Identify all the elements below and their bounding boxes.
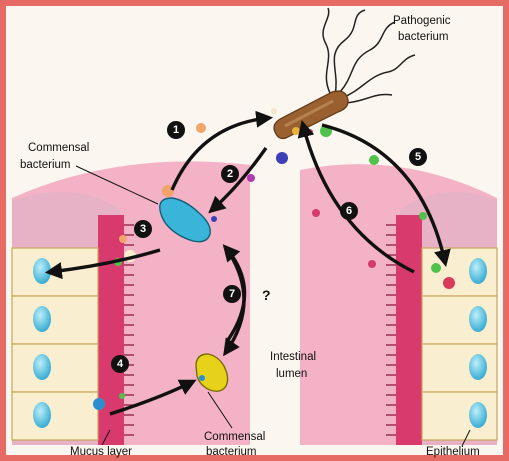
svg-text:2: 2 [227, 168, 233, 180]
step-badge-7: 7 [223, 285, 241, 303]
step-badge-5: 5 [409, 148, 427, 166]
step-badge-1: 1 [167, 121, 185, 139]
svg-text:7: 7 [229, 288, 235, 300]
label-commensal-top-line1: Commensal [28, 142, 89, 154]
label-mucus-layer: Mucus layer [70, 446, 132, 458]
label-intestinal-line2: lumen [276, 368, 307, 380]
left-epithelium [12, 248, 98, 440]
step-badge-2: 2 [221, 165, 239, 183]
pathogenic-bacterium-icon [274, 8, 415, 139]
svg-text:3: 3 [140, 223, 146, 235]
svg-text:5: 5 [415, 151, 421, 163]
label-commensal-bottom-line2: bacterium [206, 446, 257, 458]
label-commensal-bottom-line1: Commensal [204, 431, 265, 443]
label-pathogenic-line2: bacterium [398, 31, 449, 43]
svg-text:4: 4 [117, 358, 124, 370]
label-intestinal-line1: Intestinal [270, 351, 316, 363]
label-epithelium: Epithelium [426, 446, 480, 458]
right-brush-border [396, 215, 422, 445]
svg-text:1: 1 [173, 124, 179, 136]
step-badge-3: 3 [134, 220, 152, 238]
label-pathogenic-line1: Pathogenic [393, 15, 451, 27]
step-badge-6: 6 [340, 202, 358, 220]
question-mark: ? [262, 287, 271, 303]
svg-text:6: 6 [346, 205, 352, 217]
step-badge-4: 4 [111, 355, 129, 373]
label-commensal-top-line2: bacterium [20, 159, 71, 171]
